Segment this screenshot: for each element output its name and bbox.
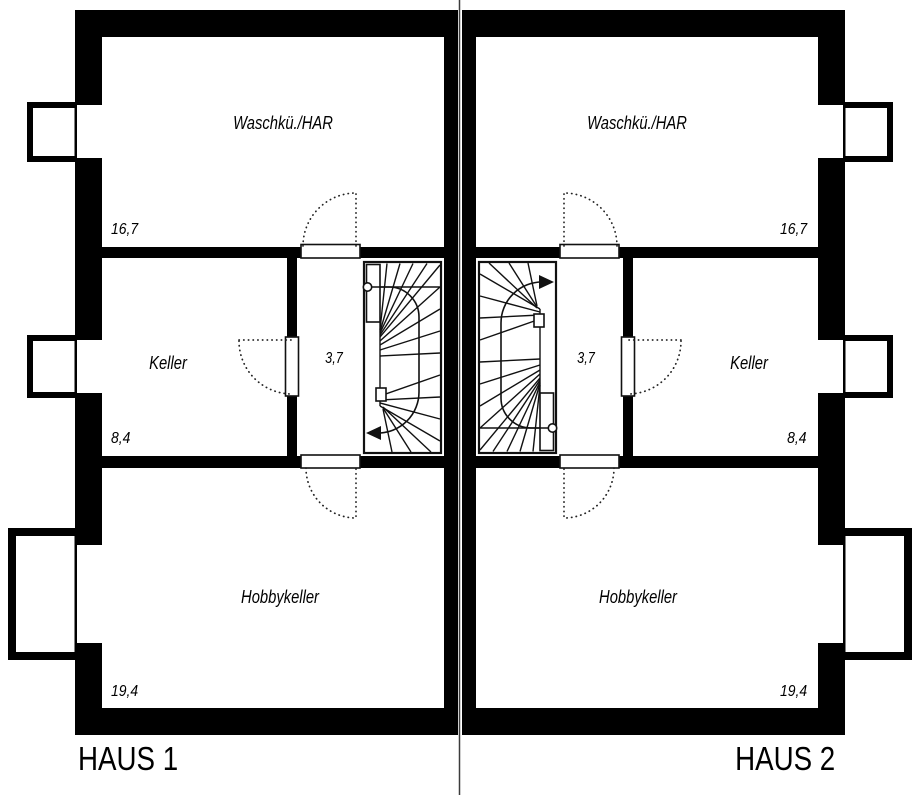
room-label-hobbykeller-h1: Hobbykeller	[241, 587, 319, 607]
haus1-staircase	[362, 260, 443, 455]
room-label-hobbykeller-h2: Hobbykeller	[599, 587, 677, 607]
haus2-staircase	[477, 260, 558, 455]
house-title-haus1: HAUS 1	[78, 740, 179, 777]
room-label-waschku-h1: Waschkü./HAR	[233, 113, 333, 133]
area-label-keller-h2: 8,4	[787, 430, 807, 447]
area-label-stair-hall-h2: 3,7	[577, 350, 595, 367]
area-label-waschku-h2: 16,7	[779, 221, 807, 238]
area-label-waschku-h1: 16,7	[111, 221, 139, 238]
area-label-stair-hall-h1: 3,7	[325, 350, 343, 367]
area-label-hobbykeller-h2: 19,4	[779, 683, 807, 700]
area-label-hobbykeller-h1: 19,4	[111, 683, 139, 700]
area-label-keller-h1: 8,4	[111, 430, 131, 447]
room-label-keller-h1: Keller	[149, 353, 187, 373]
house-title-haus2: HAUS 2	[734, 740, 835, 777]
room-label-keller-h2: Keller	[730, 353, 768, 373]
room-label-waschku-h2: Waschkü./HAR	[587, 113, 687, 133]
